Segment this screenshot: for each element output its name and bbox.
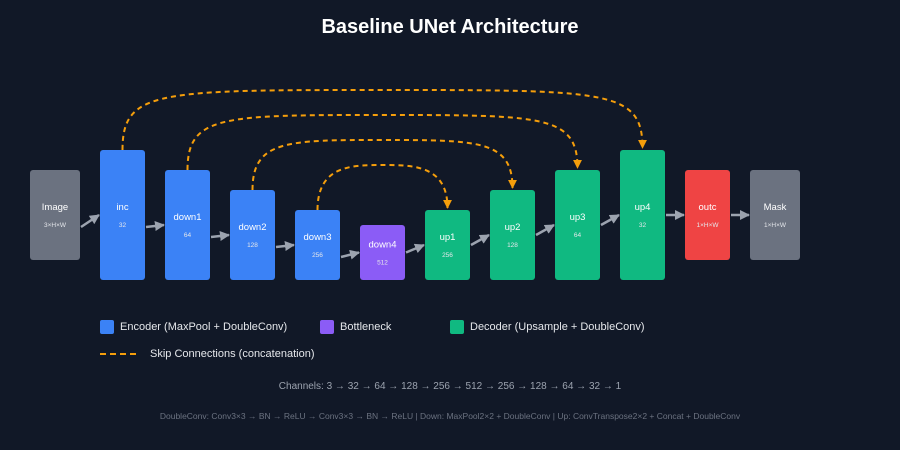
skip-connection-down1-to-up3	[186, 114, 582, 171]
skip-connection-inc-to-up4	[121, 89, 647, 151]
block-down2-channels: 128	[247, 242, 258, 249]
block-mask: Mask 1×H×W	[750, 170, 800, 260]
block-mask-name: Mask	[764, 202, 787, 213]
block-down2: down2 128	[230, 190, 275, 280]
block-up3: up3 64	[555, 170, 600, 280]
block-up1-box	[425, 210, 470, 280]
block-up2-name: up2	[505, 222, 521, 233]
diagram-title: Baseline UNet Architecture	[321, 16, 579, 38]
legend-bottleneck-label: Bottleneck	[340, 321, 392, 333]
block-down1: down1 64	[165, 170, 210, 280]
legend-decoder-label: Decoder (Upsample + DoubleConv)	[470, 321, 645, 333]
block-up4-name: up4	[635, 202, 651, 213]
block-down2-name: down2	[239, 222, 267, 233]
flow-arrow-down2-to-down3	[275, 241, 295, 251]
block-up2: up2 128	[490, 190, 535, 280]
block-up2-box	[490, 190, 535, 280]
flow-arrow-image-to-inc	[80, 213, 100, 229]
legend-encoder-label: Encoder (MaxPool + DoubleConv)	[120, 321, 288, 333]
legend-decoder: Decoder (Upsample + DoubleConv)	[450, 320, 645, 334]
channels-summary: Channels: 3 → 32 → 64 → 128 → 256 → 512 …	[278, 381, 622, 392]
block-outc-channels: 1×H×W	[696, 222, 719, 229]
block-down2-box	[230, 190, 275, 280]
block-down1-box	[165, 170, 210, 280]
flow-arrow-down1-to-down2	[210, 231, 230, 241]
flow-arrow-inc-to-down1	[145, 221, 165, 231]
legend-skip-label: Skip Connections (concatenation)	[150, 348, 315, 360]
doubleconv-description: DoubleConv: Conv3×3 → BN → ReLU → Conv3×…	[159, 411, 741, 421]
block-down3-box	[295, 210, 340, 280]
block-inc-name: inc	[116, 202, 128, 213]
block-outc-box	[685, 170, 730, 260]
block-down4-box	[360, 225, 405, 280]
skip-connection-down3-to-up1	[316, 163, 452, 211]
block-outc: outc 1×H×W	[685, 170, 730, 260]
skip-dash-swatch	[100, 353, 136, 355]
architecture-graph: Image3×H×Winc32down164down2128down3256do…	[30, 89, 800, 280]
block-image-box	[30, 170, 80, 260]
flow-arrow-up3-to-up4	[600, 213, 620, 227]
block-down3: down3 256	[295, 210, 340, 280]
block-up2-channels: 128	[507, 242, 518, 249]
block-down4-name: down4	[369, 240, 397, 251]
block-up1-name: up1	[440, 232, 456, 243]
block-mask-channels: 1×H×W	[764, 222, 787, 229]
block-up4: up4 32	[620, 150, 665, 280]
legend-skip: Skip Connections (concatenation)	[100, 348, 314, 360]
block-image-name: Image	[42, 202, 68, 213]
decoder-swatch	[450, 320, 464, 334]
block-down1-channels: 64	[184, 232, 192, 239]
block-inc-box	[100, 150, 145, 280]
flow-arrow-down3-to-down4	[340, 249, 360, 260]
block-up3-box	[555, 170, 600, 280]
block-up1-channels: 256	[442, 252, 453, 259]
bottleneck-swatch	[320, 320, 334, 334]
block-down4: down4 512	[360, 225, 405, 280]
block-up3-name: up3	[570, 212, 586, 223]
block-up3-channels: 64	[574, 232, 582, 239]
block-up1: up1 256	[425, 210, 470, 280]
block-outc-name: outc	[699, 202, 717, 213]
skip-connection-down2-to-up2	[251, 138, 517, 191]
block-up4-channels: 32	[639, 222, 647, 229]
block-down3-channels: 256	[312, 252, 323, 259]
block-image: Image 3×H×W	[30, 170, 80, 260]
block-down4-channels: 512	[377, 260, 388, 267]
block-inc-channels: 32	[119, 222, 127, 229]
block-up4-box	[620, 150, 665, 280]
flow-arrow-up2-to-up3	[535, 223, 555, 237]
flow-arrow-up1-to-up2	[470, 233, 490, 247]
legend-encoder: Encoder (MaxPool + DoubleConv)	[100, 320, 287, 334]
legend-bottleneck: Bottleneck	[320, 320, 391, 334]
block-image-channels: 3×H×W	[44, 222, 67, 229]
flow-arrow-down4-to-up1	[405, 243, 425, 254]
block-down1-name: down1	[174, 212, 202, 223]
block-down3-name: down3	[304, 232, 332, 243]
block-mask-box	[750, 170, 800, 260]
block-inc: inc 32	[100, 150, 145, 280]
encoder-swatch	[100, 320, 114, 334]
